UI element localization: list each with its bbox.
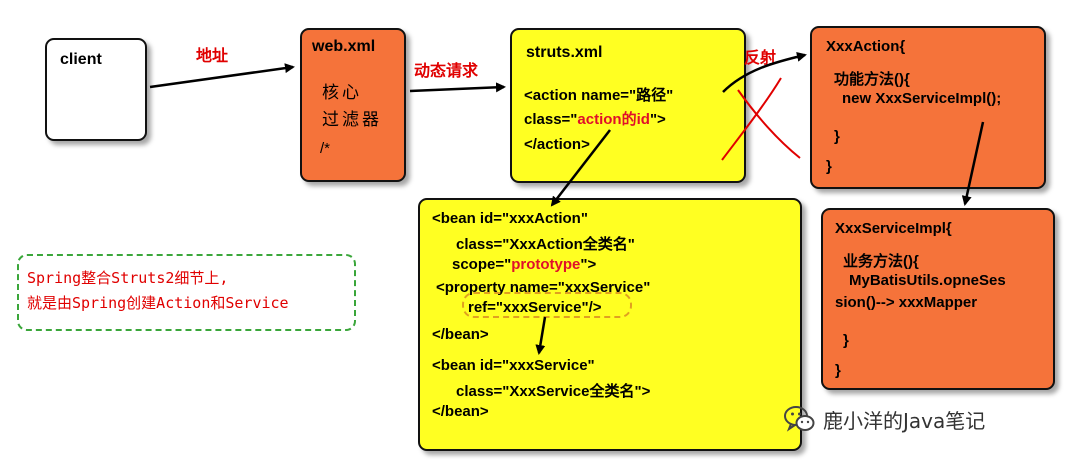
arrow-struts-to-spring: [550, 129, 611, 207]
struts-action-line: <action name="路径": [524, 87, 674, 104]
ref-highlight-outline: [462, 292, 632, 318]
client-box: client: [45, 38, 147, 141]
service-impl-title: XxxServiceImpl{: [835, 220, 952, 237]
arrow-struts-to-action: [722, 51, 807, 93]
bean-property-ref: ref="xxxService"/>: [468, 299, 602, 316]
scope-prototype: prototype: [511, 256, 581, 273]
watermark-text: 鹿小洋的Java笔记: [823, 408, 986, 433]
integration-note: Spring整合Struts2细节上, 就是由Spring创建Action和Se…: [17, 254, 356, 331]
struts-action-id: action的id: [577, 111, 650, 128]
web-xml-core: 核心: [322, 83, 362, 102]
strike-mark-2: [721, 77, 782, 161]
xxx-action-method-close: }: [834, 128, 840, 145]
bean-action-open: <bean id="xxxAction": [432, 210, 588, 227]
note-line-2: 就是由Spring创建Action和Service: [27, 294, 289, 312]
struts-xml-box: struts.xml <action name="路径" class="acti…: [510, 28, 746, 183]
bean-service-open: <bean id="xxxService": [432, 357, 595, 374]
label-dynamic-request: 动态请求: [414, 63, 479, 80]
web-xml-title: web.xml: [312, 38, 376, 55]
arrow-action-to-service: [961, 121, 985, 206]
service-impl-method: 业务方法(){: [843, 253, 919, 270]
xxx-action-method: 功能方法(){: [834, 71, 910, 88]
struts-action-close: </action>: [524, 136, 590, 153]
web-xml-pattern: /*: [320, 140, 331, 157]
struts-class-prefix: class=": [524, 111, 578, 128]
label-reflection: 反射: [744, 50, 777, 67]
service-impl-session-2: sion()--> xxxMapper: [835, 294, 978, 311]
web-xml-box: web.xml 核心 过滤器 /*: [300, 28, 406, 182]
xxx-action-title: XxxAction{: [826, 38, 906, 55]
scope-prefix: scope=": [452, 256, 512, 273]
xxx-action-new-service: new XxxServiceImpl();: [842, 90, 1002, 107]
scope-suffix: ">: [580, 256, 597, 273]
arrow-client-to-web: [149, 63, 295, 89]
client-label: client: [60, 51, 102, 68]
service-impl-session-1: MyBatisUtils.opneSes: [849, 272, 1006, 289]
xxx-action-box: XxxAction{ 功能方法(){ new XxxServiceImpl();…: [810, 26, 1046, 189]
bean-service-class: class="XxxService全类名">: [456, 383, 651, 400]
service-impl-class-close: }: [835, 362, 841, 379]
bean-action-scope: scope="prototype">: [452, 256, 596, 273]
arrow-ref-to-service-bean: [535, 316, 547, 355]
watermark: 鹿小洋的Java笔记: [783, 404, 985, 434]
arrow-web-to-struts: [409, 82, 506, 93]
service-impl-method-close: }: [843, 332, 849, 349]
bean-property: <property name="xxxService": [436, 279, 651, 296]
struts-xml-title: struts.xml: [526, 44, 603, 61]
web-xml-filter: 过滤器: [322, 110, 382, 129]
label-address: 地址: [196, 48, 229, 65]
xxx-action-class-close: }: [826, 158, 832, 175]
spring-beans-box: <bean id="xxxAction" class="XxxAction全类名…: [418, 198, 802, 451]
struts-class-line: class="action的id">: [524, 108, 666, 129]
wechat-icon: [783, 404, 815, 434]
bean-action-class: class="XxxAction全类名": [456, 236, 635, 253]
bean-action-close: </bean>: [432, 326, 489, 343]
service-impl-box: XxxServiceImpl{ 业务方法(){ MyBatisUtils.opn…: [821, 208, 1055, 390]
struts-class-suffix: ">: [649, 111, 666, 128]
bean-service-close: </bean>: [432, 403, 489, 420]
note-line-1: Spring整合Struts2细节上,: [27, 269, 229, 287]
strike-mark-1: [737, 89, 801, 159]
